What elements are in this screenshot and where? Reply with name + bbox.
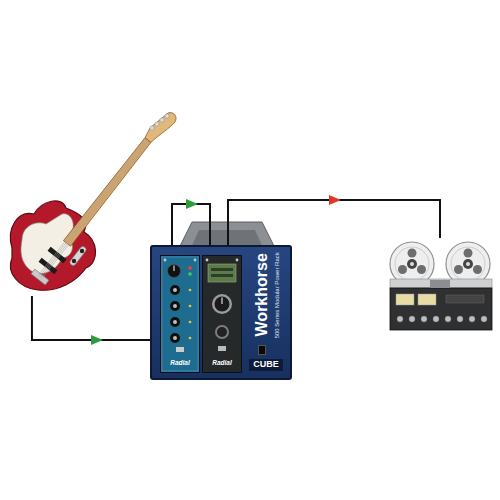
drawing-part bbox=[445, 316, 451, 322]
drawing-part bbox=[165, 114, 169, 118]
drawing-part bbox=[222, 298, 223, 305]
drawing-part bbox=[417, 265, 426, 274]
eq-module: Radial bbox=[160, 255, 200, 373]
drawing-part bbox=[42, 142, 150, 279]
drawing-part bbox=[395, 247, 429, 281]
drawing-part bbox=[466, 262, 470, 266]
drawing-part bbox=[464, 249, 473, 258]
drawing-part bbox=[189, 305, 192, 308]
arrowhead bbox=[186, 199, 198, 209]
drawing-part bbox=[463, 259, 473, 269]
drawing-part bbox=[408, 249, 417, 258]
drawing-part bbox=[215, 325, 229, 339]
drawing-part bbox=[409, 316, 415, 322]
drawing-part bbox=[164, 259, 167, 262]
drawing-part bbox=[217, 327, 227, 337]
arrowhead bbox=[329, 195, 341, 205]
drawing-part bbox=[446, 295, 484, 303]
drawing-part bbox=[38, 139, 146, 276]
drawing-part bbox=[72, 259, 76, 263]
signal-cable bbox=[32, 296, 160, 340]
drawing-part bbox=[451, 247, 485, 281]
drawing-part bbox=[418, 294, 436, 305]
drawing-part bbox=[390, 288, 492, 330]
drawing-part bbox=[215, 297, 230, 312]
drawing-part bbox=[188, 272, 192, 276]
drawing-part bbox=[155, 122, 159, 126]
product-subtitle: 500 Series Modular Power Rack bbox=[274, 252, 281, 338]
drawing-part bbox=[410, 262, 414, 266]
drawing-part bbox=[173, 304, 177, 308]
drawing-part bbox=[69, 245, 87, 266]
drawing-part bbox=[206, 259, 209, 262]
drawing-part bbox=[398, 265, 407, 274]
module-logo: Radial bbox=[170, 359, 190, 366]
drawing-part bbox=[390, 242, 492, 330]
drawing-part bbox=[203, 256, 241, 372]
drawing-part bbox=[173, 336, 177, 340]
drawing-part bbox=[218, 346, 226, 351]
drawing-part bbox=[189, 337, 192, 340]
preamp-module: Radial bbox=[202, 255, 242, 373]
drawing-part bbox=[170, 301, 180, 311]
drawing-part bbox=[173, 288, 177, 292]
drawing-part bbox=[433, 316, 439, 322]
drawing-part bbox=[31, 269, 49, 285]
drawing-part bbox=[407, 259, 417, 269]
drawing-part bbox=[150, 126, 154, 130]
eq-module-art bbox=[161, 256, 199, 372]
drawing-part bbox=[170, 317, 180, 327]
drawing-part bbox=[168, 265, 181, 278]
model-badge: CUBE bbox=[249, 359, 283, 371]
drawing-part bbox=[160, 118, 164, 122]
drawing-part bbox=[41, 141, 149, 278]
drawing-part bbox=[38, 139, 150, 279]
drawing-part bbox=[145, 113, 176, 143]
drawing-part bbox=[397, 316, 403, 322]
drawing-part bbox=[162, 257, 198, 371]
drawing-part bbox=[48, 247, 67, 263]
tape-machine bbox=[385, 238, 495, 333]
arrowhead bbox=[91, 335, 103, 345]
drawing-part bbox=[473, 265, 482, 274]
drawing-part bbox=[80, 249, 84, 253]
drawing-part bbox=[194, 259, 197, 262]
drawing-part bbox=[211, 274, 233, 277]
drawing-part bbox=[208, 264, 236, 282]
drawing-part bbox=[469, 316, 475, 322]
module-logo: Radial bbox=[212, 359, 232, 366]
drawing-part bbox=[211, 268, 233, 271]
drawing-part bbox=[188, 266, 192, 270]
rack-cube: Radial Radial Workhorse500 Series Modular … bbox=[150, 245, 292, 380]
drawing-part bbox=[421, 316, 427, 322]
drawing-part bbox=[173, 320, 177, 324]
drawing-part bbox=[236, 259, 239, 262]
drawing-part bbox=[39, 140, 147, 277]
brand-name: Workhorse bbox=[253, 253, 271, 336]
drawing-part bbox=[189, 289, 192, 292]
drawing-part bbox=[481, 316, 487, 322]
drawing-part bbox=[174, 266, 175, 272]
drawing-part bbox=[189, 321, 192, 324]
drawing-part bbox=[454, 265, 463, 274]
preamp-module-art bbox=[203, 256, 241, 372]
drawing-part bbox=[176, 347, 184, 352]
drawing-part bbox=[10, 201, 95, 290]
drawing-part bbox=[170, 333, 180, 343]
drawing-part bbox=[161, 256, 199, 372]
tape-machine-art bbox=[385, 238, 495, 333]
power-switch bbox=[258, 345, 266, 355]
drawing-part bbox=[457, 316, 463, 322]
signal-connector-group bbox=[32, 296, 160, 345]
drawing-part bbox=[390, 279, 492, 288]
drawing-part bbox=[396, 294, 414, 305]
drawing-part bbox=[212, 294, 232, 314]
drawing-part bbox=[430, 280, 450, 288]
drawing-part bbox=[170, 285, 180, 295]
